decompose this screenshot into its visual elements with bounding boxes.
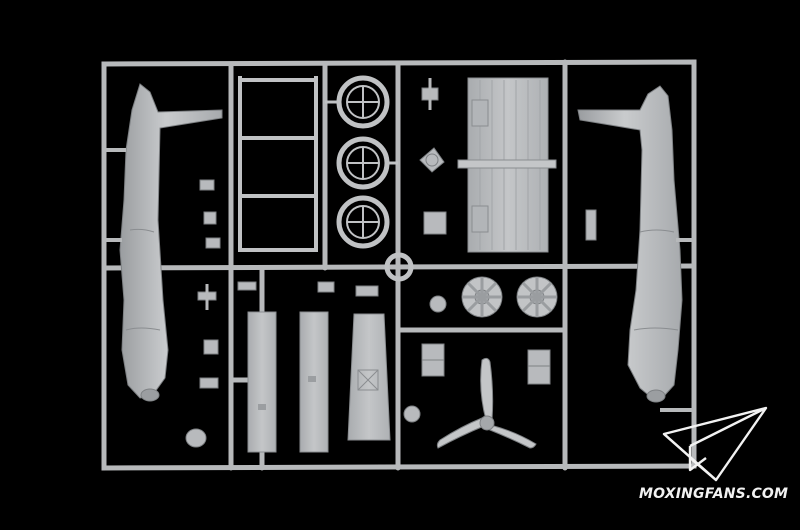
ring-parts bbox=[325, 75, 398, 249]
paper-plane-logo-icon bbox=[662, 406, 768, 482]
wing-panel-part bbox=[457, 77, 557, 253]
engine-parts bbox=[429, 276, 558, 318]
propeller-part bbox=[436, 357, 537, 449]
fuselage-half-left bbox=[104, 83, 223, 402]
fuselage-half-right bbox=[577, 85, 694, 412]
small-parts-lower-left bbox=[185, 281, 379, 448]
small-parts-upper bbox=[199, 78, 597, 249]
seat-parts bbox=[403, 343, 551, 423]
ladder-part bbox=[238, 76, 318, 252]
watermark-text: MOXINGFANS.COM bbox=[639, 486, 789, 502]
lower-panel-parts bbox=[247, 311, 391, 453]
center-ring-junction bbox=[384, 252, 414, 282]
